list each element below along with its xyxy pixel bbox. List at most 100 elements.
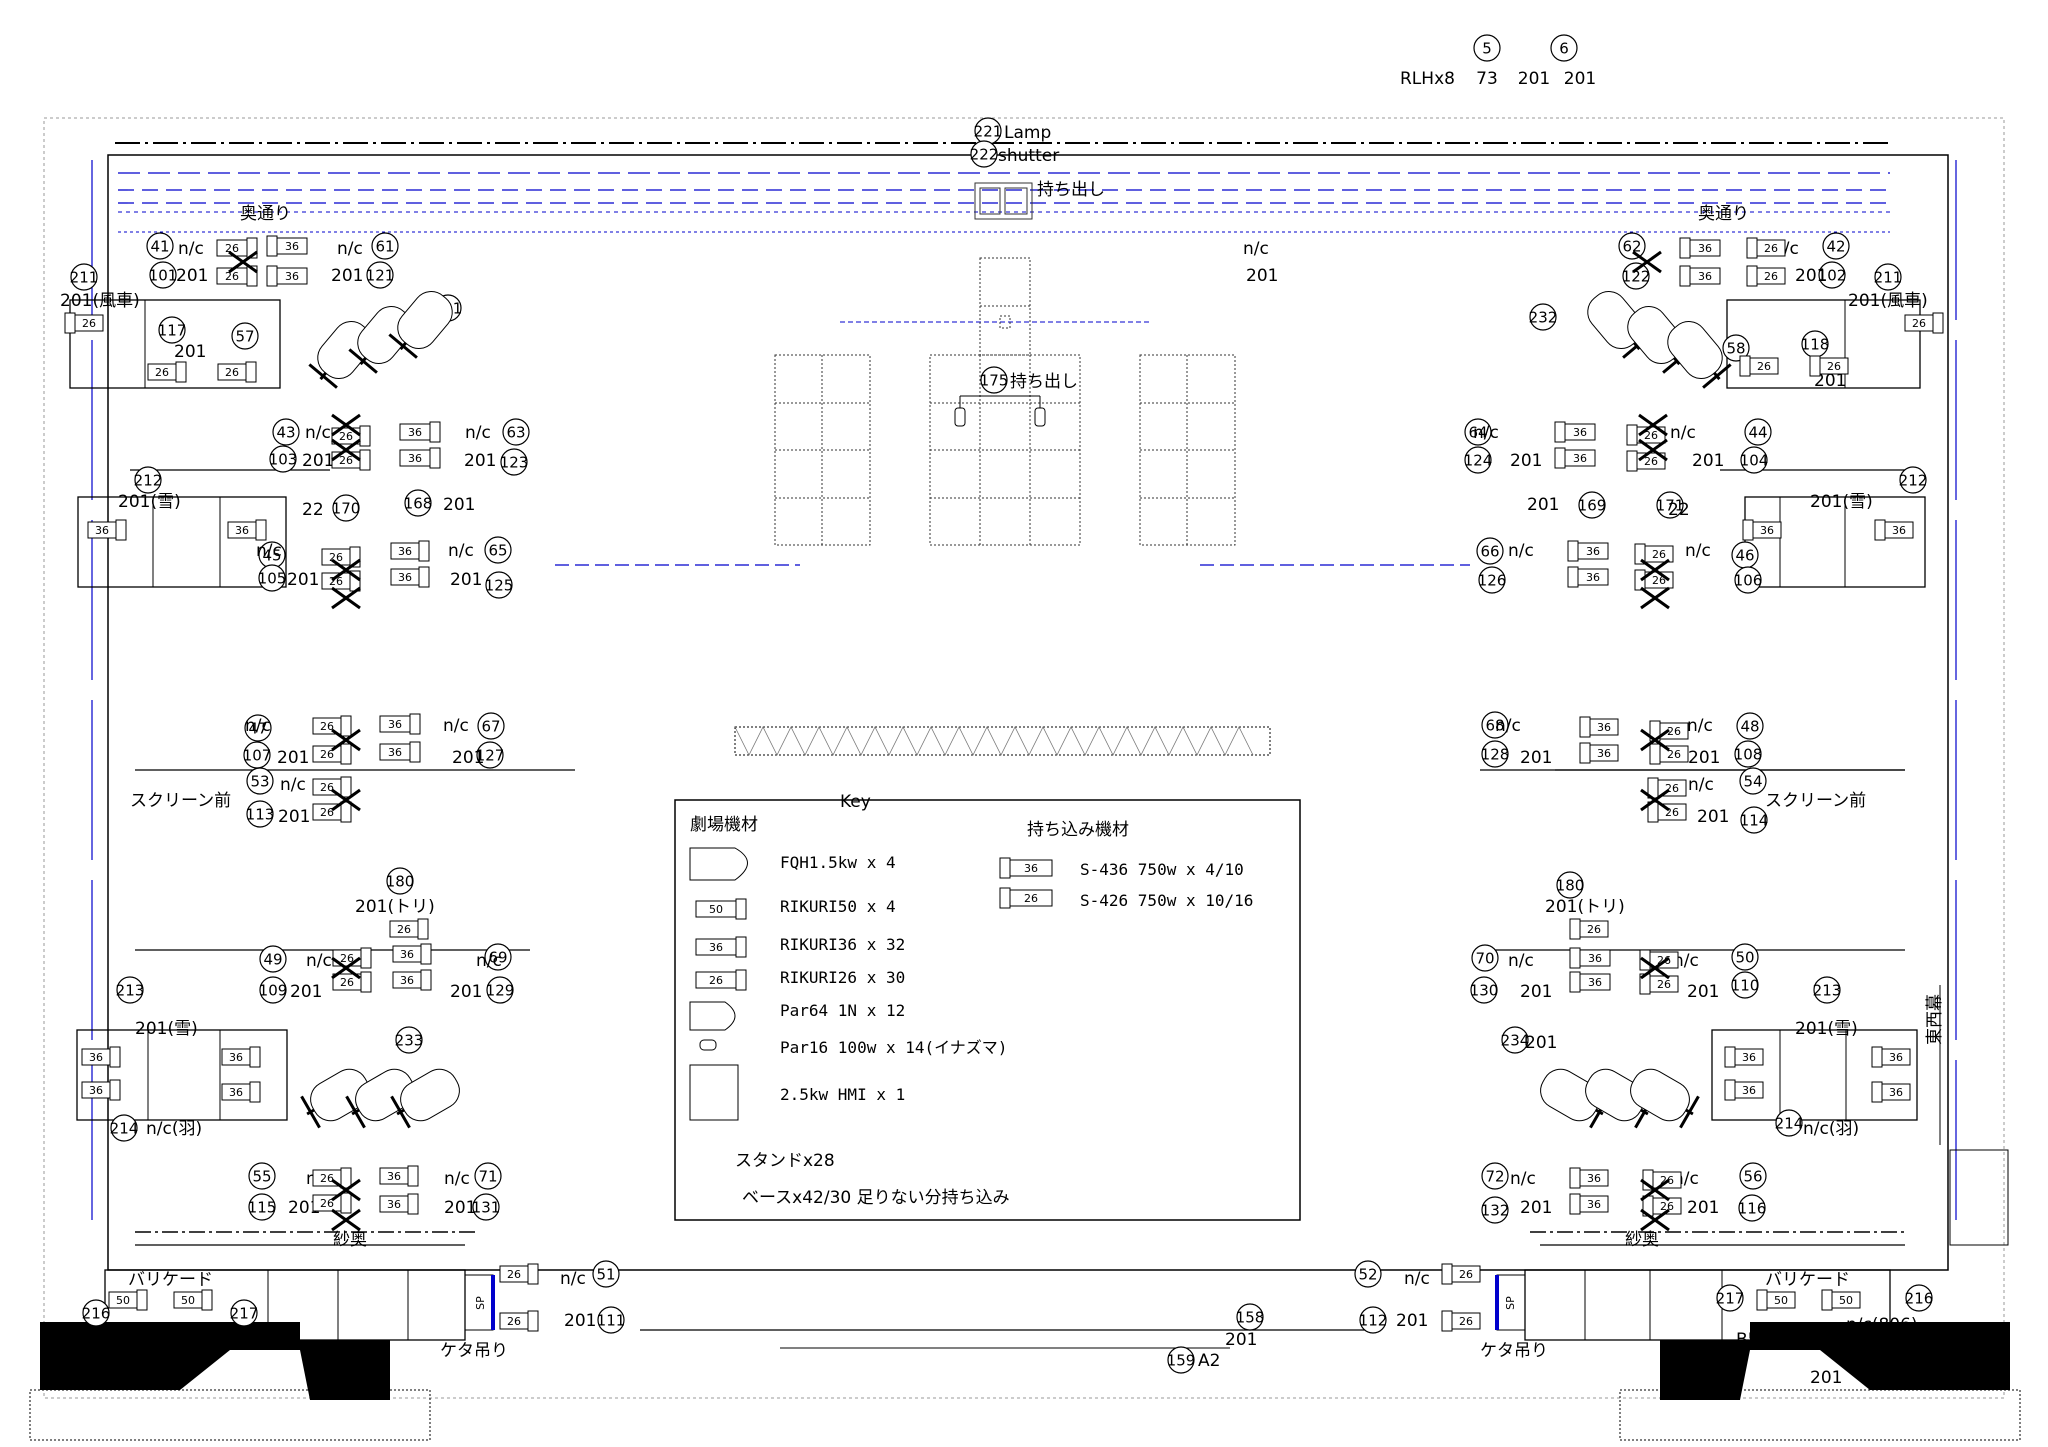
circle-left-131-label: 131 [472,1199,501,1217]
circle-right-213-label: 213 [1813,982,1842,1000]
circle-5-label: 5 [1482,40,1492,58]
v201-label-22: 201 [1688,748,1720,768]
v201-label-9: 201 [452,748,484,768]
fixture-left-20: 36 [379,741,421,763]
circle-right-130: 130 [1470,976,1498,1004]
fixture-left-25-label: 26 [340,976,354,989]
circle-right-56-label: 56 [1743,1168,1762,1186]
fixture-left-0-label: 26 [225,242,239,255]
circle-right-128: 128 [1481,740,1509,768]
fixture-left-2-label: 36 [285,240,299,253]
fixture-right-23: 26 [1569,918,1609,940]
tori-left: 201(トリ) [355,897,435,917]
fixture-left-24-label: 26 [340,952,354,965]
circle-right-132: 132 [1481,1196,1509,1224]
circle-left-109-label: 109 [259,982,288,1000]
fixture-right-15-label: 26 [1652,548,1666,561]
circle-left-51: 51 [592,1260,620,1288]
mochidashi2-label: 持ち出し [1010,372,1078,392]
nc-label-17: n/c [1688,775,1714,795]
fixture-right-25-label: 36 [1588,976,1602,989]
circle-left-65: 65 [484,536,512,564]
v201-label-2: 201 [174,342,206,362]
fixture-right-10-label: 26 [1644,455,1658,468]
fixture-right-35-label: 26 [1660,1200,1674,1213]
circle-left-63: 63 [502,418,530,446]
v201-label-10: 201 [278,807,310,827]
circle-right-70-label: 70 [1475,950,1494,968]
fixture-left-31: 36 [221,1081,261,1103]
fixture-left-6: 26 [217,361,257,383]
circle-left-69-label: 69 [488,949,507,967]
p806-left: (806) [225,1330,271,1350]
circle-left-67-label: 67 [481,718,500,736]
v201-label-29: 201 [564,1311,596,1331]
shaoku-right: 紗奥 [1625,1230,1659,1250]
circle-right-102-label: 102 [1818,267,1847,285]
nc-label-5: n/c [448,541,474,561]
fixture-right-36-label: 50 [1774,1294,1788,1307]
fixture-left-15: 36 [390,540,430,562]
key-icon-rikuri50-label: 50 [709,903,723,916]
stand-cross-9 [1640,558,1670,582]
yuki-right2: 201(雪) [1795,1019,1858,1039]
fixture-left-6-label: 26 [225,366,239,379]
circle-right-52-label: 52 [1358,1266,1377,1284]
nc-label-2: n/c [305,423,331,443]
fixture-right-29-label: 36 [1742,1084,1756,1097]
circle-left-111: 111 [597,1306,625,1334]
circle-left-101: 101 [149,261,177,289]
fixture-left-30: 36 [221,1046,261,1068]
stand-cross-8 [1638,438,1668,462]
fixture-right-24-label: 36 [1588,952,1602,965]
circle-left-103: 103 [269,445,297,473]
stand-cross-0 [228,250,258,274]
circle-right-68: 68 [1481,711,1509,739]
fusha-right: 201(風車) [1848,291,1928,311]
sp-right: SP [1504,1296,1517,1310]
key-rikuri50: RIKURI50 x 4 [780,897,896,916]
fixture-right-7: 36 [1554,421,1596,443]
hane-right: n/c(羽) [1803,1119,1859,1139]
circle-left-115-label: 115 [248,1199,277,1217]
stand-cross-17 [1638,413,1668,437]
barricade-left: バリケード [128,1270,213,1290]
circle-left-117: 117 [158,316,186,344]
key-rikuri26: RIKURI26 x 30 [780,968,905,987]
v201-label-19: 201 [1692,451,1724,471]
fixture-left-28-label: 36 [89,1051,103,1064]
nc-label-12: n/c [1670,423,1696,443]
fixture-right-39-label: 26 [1459,1315,1473,1328]
circle-right-234: 234 [1501,1026,1529,1054]
fixture-left-39-label: 26 [507,1315,521,1328]
fixture-left-23-label: 26 [397,923,411,936]
circle-right-108-label: 108 [1734,746,1763,764]
circle-right-54: 54 [1739,767,1767,795]
v201-label-11: 201 [290,982,322,1002]
fixture-right-12-label: 36 [1892,524,1906,537]
fixture-right-29: 36 [1724,1079,1764,1101]
circle-right-116-label: 116 [1738,1200,1767,1218]
fixture-left-8-label: 26 [339,454,353,467]
circle-right-104-label: 104 [1740,452,1769,470]
fixture-right-32: 36 [1569,1167,1609,1189]
fixture-left-4-label: 26 [82,317,96,330]
circle-left-51-label: 51 [596,1266,615,1284]
key-stand: スタンドx28 [735,1151,835,1171]
circle-left-214-label: 214 [110,1120,139,1138]
stand-cross-19 [1640,1208,1670,1232]
fixture-right-38: 26 [1441,1263,1481,1285]
fixture-right-19: 26 [1649,720,1689,742]
fixture-left-9: 36 [399,421,441,443]
key-icon-fqh [689,847,748,881]
circle-left-63-label: 63 [506,424,525,442]
fixture-right-3: 26 [1746,265,1786,287]
circle-right-124: 124 [1464,446,1492,474]
fixture-left-29-label: 36 [89,1084,103,1097]
key-icon-s436-label: 36 [1024,862,1038,875]
fixture-left-26-label: 36 [400,948,414,961]
fixture-left-9-label: 36 [408,426,422,439]
